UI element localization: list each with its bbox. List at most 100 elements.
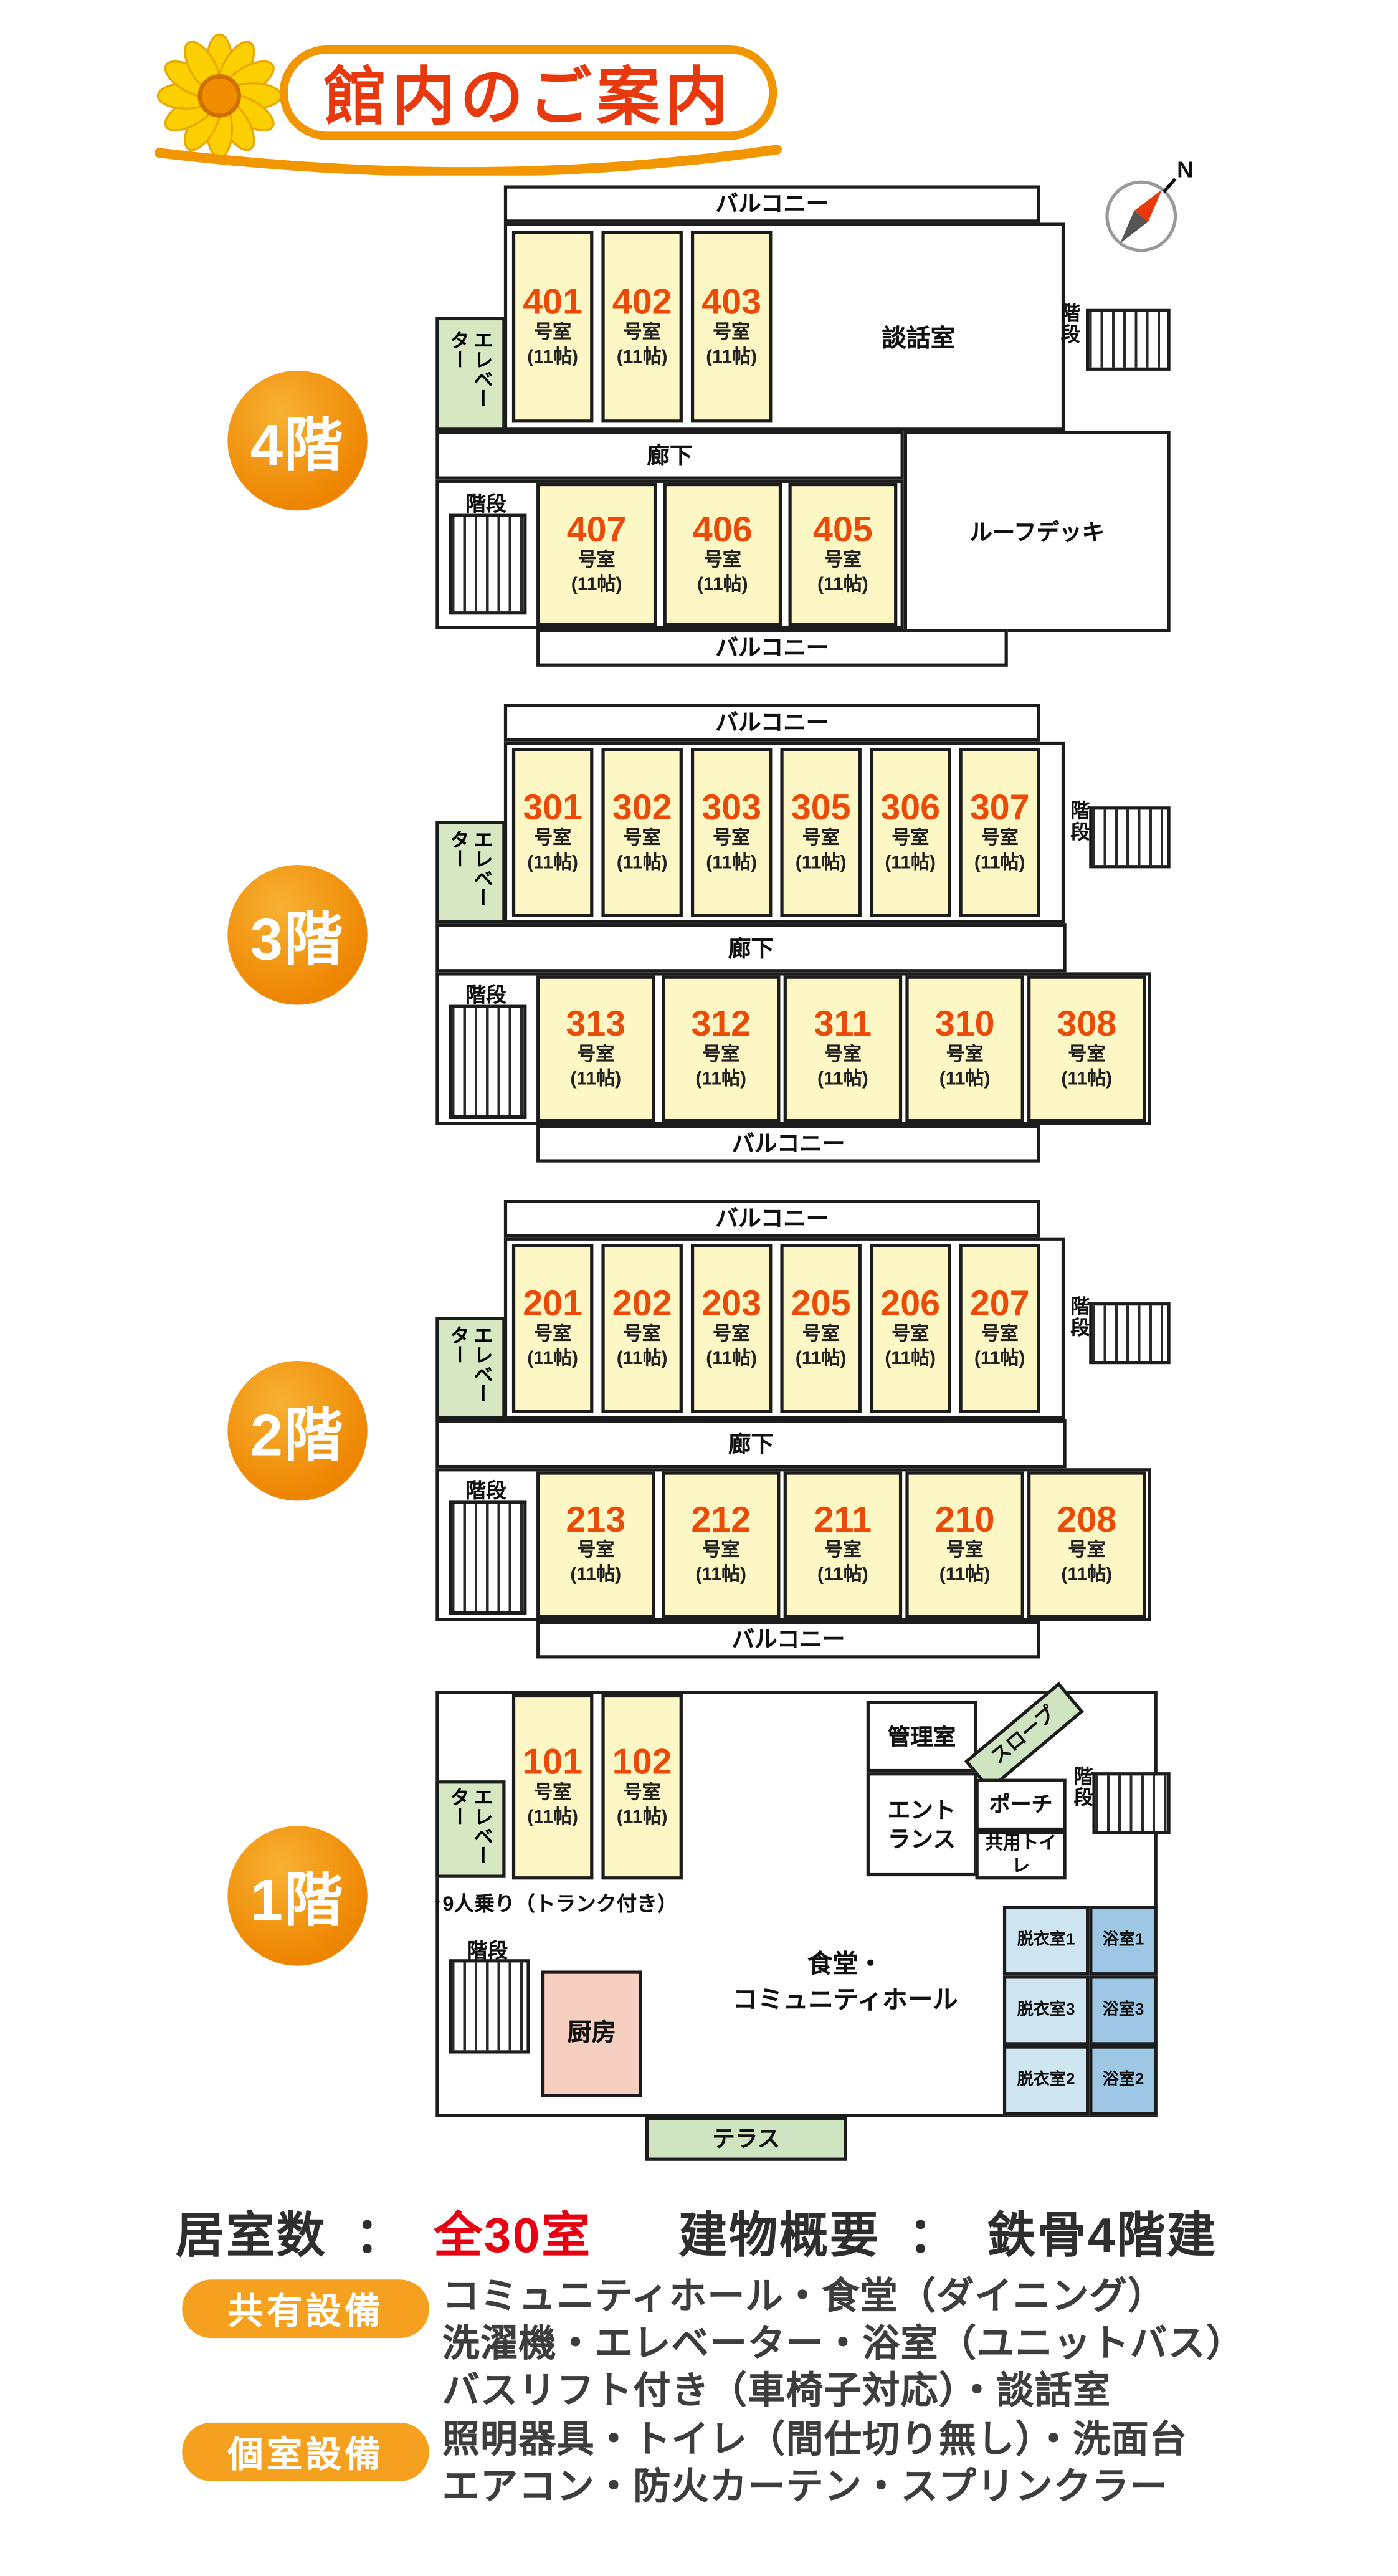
room-size: (11帖) [706, 1349, 758, 1370]
room-suffix: 号室 [702, 1542, 740, 1562]
room-number: 310 [934, 1003, 995, 1044]
dining-hall-label: 食堂・ コミュニティホール [733, 1951, 958, 2015]
room-number: 301 [523, 786, 583, 828]
facility-line: コミュニティホール・食堂（ダイニング） [442, 2274, 1166, 2317]
private-facilities-badge: 個室設備 [182, 2422, 429, 2481]
room-suffix: 号室 [623, 323, 661, 343]
balcony-label: バルコニー [503, 704, 1040, 742]
room-size: (11帖) [527, 1808, 579, 1828]
room-suffix: 号室 [534, 1325, 572, 1345]
room-suffix: 号室 [946, 1046, 984, 1066]
room-number: 211 [814, 1499, 872, 1540]
room-number: 406 [692, 508, 753, 550]
room-suffix: 号室 [892, 1325, 930, 1345]
room-number: 313 [566, 1003, 626, 1044]
elevator-label: エレベーター [447, 330, 494, 408]
room-suffix: 号室 [946, 1542, 984, 1562]
room-number: 305 [791, 786, 851, 828]
room-size: (11帖) [817, 575, 868, 596]
room-size: (11帖) [616, 1349, 668, 1370]
room-suffix: 号室 [703, 551, 741, 571]
room-number: 210 [934, 1499, 995, 1540]
room-suffix: 号室 [623, 829, 661, 849]
balcony-label: バルコニー [536, 1125, 1040, 1163]
room-size: (11帖) [817, 1070, 868, 1090]
stairs-label: 階段 [1058, 302, 1082, 345]
room-size: (11帖) [885, 1349, 936, 1370]
room-suffix: 号室 [713, 1325, 751, 1345]
office-room: 管理室 [866, 1701, 977, 1773]
north-label: N [1177, 156, 1193, 182]
room-size: (11帖) [570, 1566, 622, 1586]
room-suffix: 号室 [534, 1783, 572, 1804]
stairs-icon [1089, 1302, 1171, 1365]
room-size: (11帖) [527, 1349, 579, 1370]
room-suffix: 号室 [892, 829, 930, 849]
room-suffix: 号室 [702, 1046, 740, 1066]
building-overview-value: 鉄骨4階建 [987, 2210, 1217, 2264]
room-size: (11帖) [616, 348, 668, 368]
floor4-upper-block [503, 222, 1065, 431]
room-suffix: 号室 [1068, 1046, 1106, 1066]
elevator-cell: エレベーター [435, 1317, 506, 1419]
room-number: 307 [969, 786, 1030, 828]
stairs-icon [449, 513, 527, 615]
elevator-label: エレベーター [447, 1324, 494, 1403]
dressing-room: 脱衣室3 [1002, 1975, 1090, 2046]
room-suffix: 号室 [577, 1542, 615, 1562]
stairs-label: 階段 [1068, 799, 1091, 842]
stairs-label: 階段 [465, 983, 506, 1007]
roof-deck: ルーフデッキ [903, 431, 1171, 633]
elevator-label: エレベーター [447, 1787, 494, 1865]
room-size: (11帖) [1061, 1070, 1113, 1090]
sunflower-icon [156, 33, 282, 159]
stairs-label: 階段 [1068, 1295, 1091, 1338]
room-suffix: 号室 [578, 551, 616, 571]
colon: ： [908, 2210, 959, 2264]
room-size: (11帖) [1061, 1566, 1113, 1586]
room-size: (11帖) [817, 1566, 868, 1586]
room-number: 403 [701, 281, 762, 322]
room-suffix: 号室 [824, 551, 862, 571]
room-number: 101 [523, 1741, 583, 1782]
shared-facilities-badge: 共有設備 [182, 2279, 429, 2339]
room-size: (11帖) [616, 854, 668, 874]
room-size: (11帖) [695, 1070, 747, 1090]
facility-line: 照明器具・トイレ（間仕切り無し）・洗面台 [442, 2418, 1188, 2460]
balcony-label: バルコニー [536, 629, 1008, 667]
room-size: (11帖) [706, 348, 758, 368]
balcony-label: バルコニー [503, 185, 1040, 223]
stairs-label: 階段 [467, 1939, 508, 1963]
room-size: (11帖) [571, 575, 622, 596]
room-suffix: 号室 [802, 829, 840, 849]
terrace: テラス [645, 2117, 847, 2161]
corridor-label: 廊下 [435, 431, 904, 480]
room-size: (11帖) [527, 854, 579, 874]
room-number: 303 [701, 786, 762, 828]
room-number: 207 [969, 1282, 1030, 1324]
elevator-label: エレベーター [447, 828, 494, 907]
facility-line: バスリフト付き（車椅子対応）・談話室 [442, 2368, 1111, 2411]
floor-badge: 4階 [227, 370, 368, 511]
floor-badge: 1階 [227, 1826, 368, 1966]
stairs-icon [449, 1500, 527, 1615]
room-suffix: 号室 [534, 323, 572, 343]
bath-room: 浴室3 [1089, 1975, 1158, 2046]
room-suffix: 号室 [623, 1325, 661, 1345]
elevator-capacity-note: ↑9人乗り（トランク付き） [432, 1892, 678, 1915]
room-suffix: 号室 [981, 829, 1019, 849]
stairs-icon [1092, 1772, 1171, 1834]
